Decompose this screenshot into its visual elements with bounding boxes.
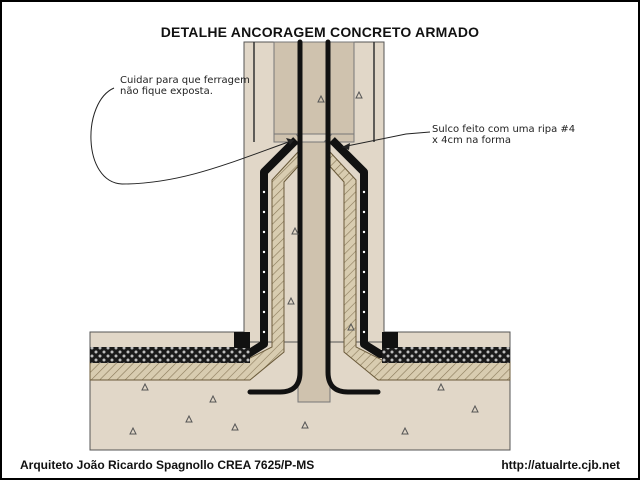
column-core (273, 41, 355, 135)
note-groove: Sulco feito com uma ripa #4 x 4cm na for… (432, 124, 576, 146)
website-url[interactable]: http://atualrte.cjb.net (501, 458, 620, 472)
black-block-left (234, 332, 250, 348)
aggregate-marks (129, 90, 479, 435)
author-credit: Arquiteto João Ricardo Spagnollo CREA 76… (20, 458, 315, 472)
rebar-left (247, 39, 303, 395)
membrane-dots (262, 190, 366, 334)
note-exposed-rebar: Cuidar para que ferragem não fique expos… (120, 75, 250, 97)
leader-line-left (90, 87, 295, 185)
black-block-right (382, 332, 398, 348)
leader-line-right (341, 131, 431, 148)
gravel-band-left (90, 347, 250, 363)
gravel-band-right (382, 347, 510, 363)
drawing-title: DETALHE ANCORAGEM CONCRETO ARMADO (160, 24, 480, 40)
rebar-right (325, 39, 381, 395)
column-inner-body (297, 141, 331, 403)
membrane-left (90, 137, 299, 358)
leader-arrow-left (286, 138, 294, 145)
leader-arrow-right (342, 143, 350, 150)
